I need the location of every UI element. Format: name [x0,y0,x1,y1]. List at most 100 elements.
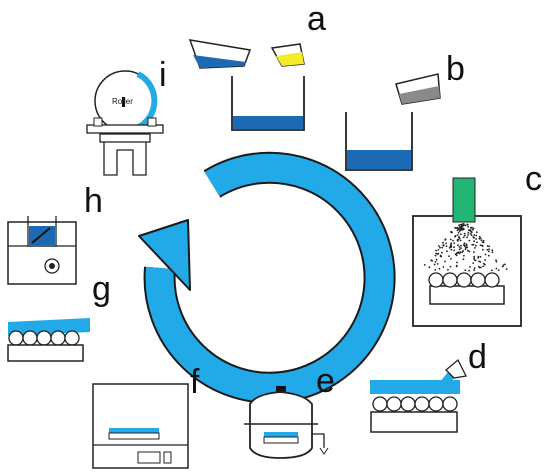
step-b-label: b [446,50,465,88]
spray-particle [468,269,470,272]
spray-particle [464,246,467,249]
spray-particle [438,267,441,270]
spray-particle [474,247,476,249]
spray-particle [480,239,483,242]
spray-particle [459,233,462,236]
spray-particle [450,231,452,233]
spray-particle [486,245,489,247]
spray-particle [423,264,426,266]
spray-particle [464,269,467,271]
spray-particle [478,235,481,238]
spray-particle [435,252,438,255]
spray-particle [488,245,490,248]
spray-particle [447,268,449,271]
spray-particle [449,238,452,241]
spray-particle [476,241,478,244]
spray-particle [454,235,457,237]
spray-particle [471,228,474,231]
spray-particle [475,234,478,237]
spray-particle [439,246,441,249]
spray-particle [456,261,458,264]
spray-particle [466,223,469,226]
spray-particle [459,225,461,228]
spray-particle [434,254,437,257]
spray-particle [497,269,500,271]
spray-particle [442,241,444,244]
spray-particle [479,256,482,258]
step-i-roller-icon: Roller [86,70,164,176]
spray-particle [434,269,437,271]
spray-particle [471,243,474,246]
spray-particle [473,259,476,261]
spray-particle [428,266,431,269]
spray-particle [462,227,464,230]
spray-particle [458,246,461,248]
spray-particle [433,263,436,266]
spray-particle [495,267,498,270]
spray-particle [459,228,462,231]
spray-particle [502,264,505,267]
spray-particle [463,234,466,237]
roller-label: Roller [112,97,133,106]
spray-particle [473,267,476,270]
spray-particle [473,257,475,260]
spray-particle [450,243,452,246]
spray-particle [444,260,446,263]
spray-particle [470,231,473,234]
spray-particle [442,244,445,247]
spray-particle [482,265,484,268]
step-a-mixing-icon [188,39,305,131]
spray-particle [450,257,452,260]
spray-particle [481,245,484,248]
spray-particle [462,250,465,252]
spray-particle [473,240,475,243]
spray-particle [488,248,490,251]
step-h-stirrer-icon [7,216,77,285]
spray-particle [495,259,497,262]
step-f-oven-icon [92,383,189,469]
spray-particle [458,230,461,233]
spray-particle [459,239,462,242]
step-c-spray-icon [412,177,522,327]
step-i-label: i [159,56,167,94]
spray-particle [482,248,484,251]
step-g-label: g [92,270,111,308]
spray-particle [473,234,476,236]
spray-particle [479,244,482,247]
spray-particle [458,248,461,251]
spray-particle [469,232,472,235]
spray-particle [436,263,439,265]
spray-particle [446,250,448,253]
spray-particle [450,248,453,251]
spray-particle [464,224,467,227]
spray-particle [482,239,485,242]
spray-particle [501,265,504,268]
spray-particle [437,249,440,251]
spray-particle [450,245,453,248]
spray-particle [484,263,486,266]
spray-particle [462,236,465,239]
spray-particle [484,253,487,256]
step-d-label: d [468,338,487,376]
spray-particle [453,246,455,249]
spray-particle [504,263,506,266]
spray-particle [491,251,494,254]
spray-particle [441,246,444,249]
spray-particle [455,264,458,267]
spray-particle [442,266,445,268]
step-g-substrate-icon [7,318,90,362]
spray-particle [463,254,465,257]
spray-particle [467,226,469,228]
spray-particle [468,239,471,242]
spray-particle [457,232,460,234]
spray-particle [472,227,475,230]
spray-particle [440,255,443,258]
step-e-vessel-icon [244,386,329,459]
spray-particle [475,231,478,234]
spray-particle [491,249,494,252]
spray-particle [467,231,470,234]
spray-particle [478,265,480,268]
spray-particle [460,244,462,247]
spray-particle [475,244,477,247]
